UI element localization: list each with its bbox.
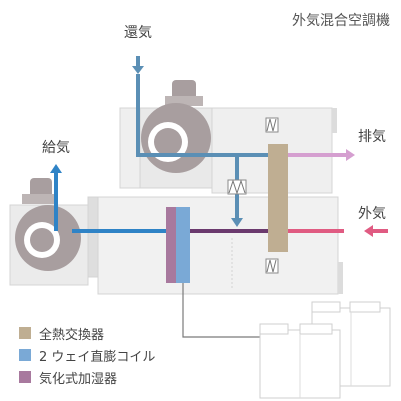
legend: 全熱交換器 2 ウェイ直膨コイル 気化式加湿器 xyxy=(19,322,155,388)
legend-item-dx-coil: 2 ウェイ直膨コイル xyxy=(19,344,155,366)
two-way-dx-coil xyxy=(176,207,190,283)
return-air-duct xyxy=(132,56,272,227)
damper-icon xyxy=(227,179,247,195)
legend-label: 2 ウェイ直膨コイル xyxy=(39,349,156,365)
refrigerant-line xyxy=(182,283,262,338)
outside-air-duct xyxy=(288,225,388,237)
exhaust-air-duct xyxy=(288,149,355,161)
legend-swatch xyxy=(19,327,31,339)
label-exhaust-air: 排気 xyxy=(358,129,386,145)
fan-icon xyxy=(15,178,81,271)
damper-icon xyxy=(265,117,279,133)
legend-item-humidifier: 気化式加湿器 xyxy=(19,366,155,388)
label-return-air: 還気 xyxy=(124,25,152,41)
fan-icon xyxy=(141,80,211,173)
legend-swatch xyxy=(19,371,31,383)
legend-label: 全熱交換器 xyxy=(39,327,105,343)
outdoor-unit-icon xyxy=(259,323,341,399)
label-supply-air: 給気 xyxy=(42,140,70,156)
legend-swatch xyxy=(19,349,31,361)
total-heat-exchanger xyxy=(268,144,288,252)
label-outside-air: 外気 xyxy=(358,206,386,222)
legend-item-heat-exchanger: 全熱交換器 xyxy=(19,322,155,344)
legend-label: 気化式加湿器 xyxy=(39,371,118,387)
diagram-title: 外気混合空調機 xyxy=(292,13,390,29)
damper-icon xyxy=(265,258,279,274)
vaporizing-humidifier xyxy=(166,207,176,283)
supply-air-duct xyxy=(50,164,166,233)
